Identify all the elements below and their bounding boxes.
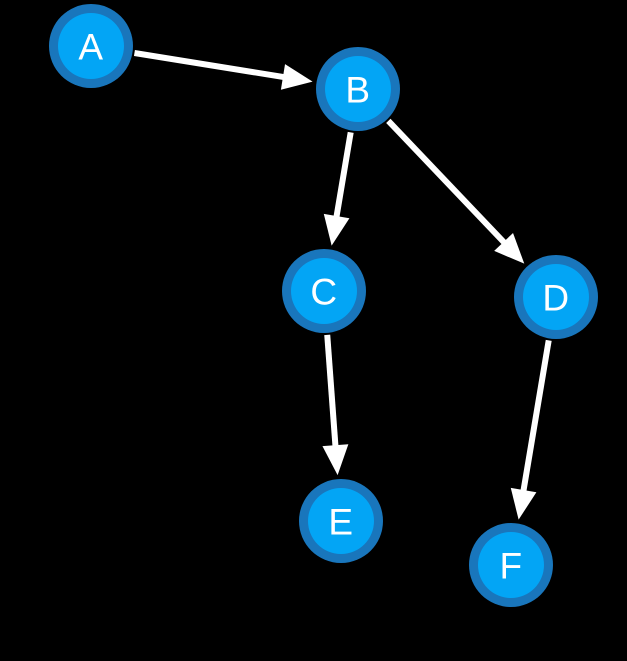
edge-arrowhead [280,64,313,90]
edge-arrowhead [510,487,537,520]
edge-line [386,118,509,247]
node-label: F [499,546,522,587]
node-label: D [542,278,569,319]
edge-b-to-c[interactable] [323,131,354,246]
edge-a-to-b[interactable] [133,50,313,90]
node-a[interactable]: A [49,4,133,88]
edge-arrowhead [323,213,350,246]
node-core [523,264,589,330]
node-core [291,258,357,324]
edge-line [519,339,552,495]
node-label: A [78,27,103,68]
edge-line [324,334,339,450]
edge-b-to-d[interactable] [386,118,525,264]
node-core [325,56,391,122]
node-core [58,13,124,79]
edges-layer [133,50,552,520]
node-f[interactable]: F [469,523,553,607]
edge-line [332,131,354,221]
edge-line [133,50,288,81]
edge-arrowhead [494,232,525,264]
node-label: C [310,272,337,313]
node-label: B [345,70,370,111]
node-d[interactable]: D [514,255,598,339]
nodes-layer: A B C D E F [49,4,598,607]
node-core [308,488,374,554]
edge-c-to-e[interactable] [322,334,349,476]
edge-d-to-f[interactable] [510,339,552,520]
node-label: E [328,502,353,543]
node-e[interactable]: E [299,479,383,563]
node-c[interactable]: C [282,249,366,333]
edge-arrowhead [322,444,349,476]
node-core [478,532,544,598]
node-b[interactable]: B [316,47,400,131]
